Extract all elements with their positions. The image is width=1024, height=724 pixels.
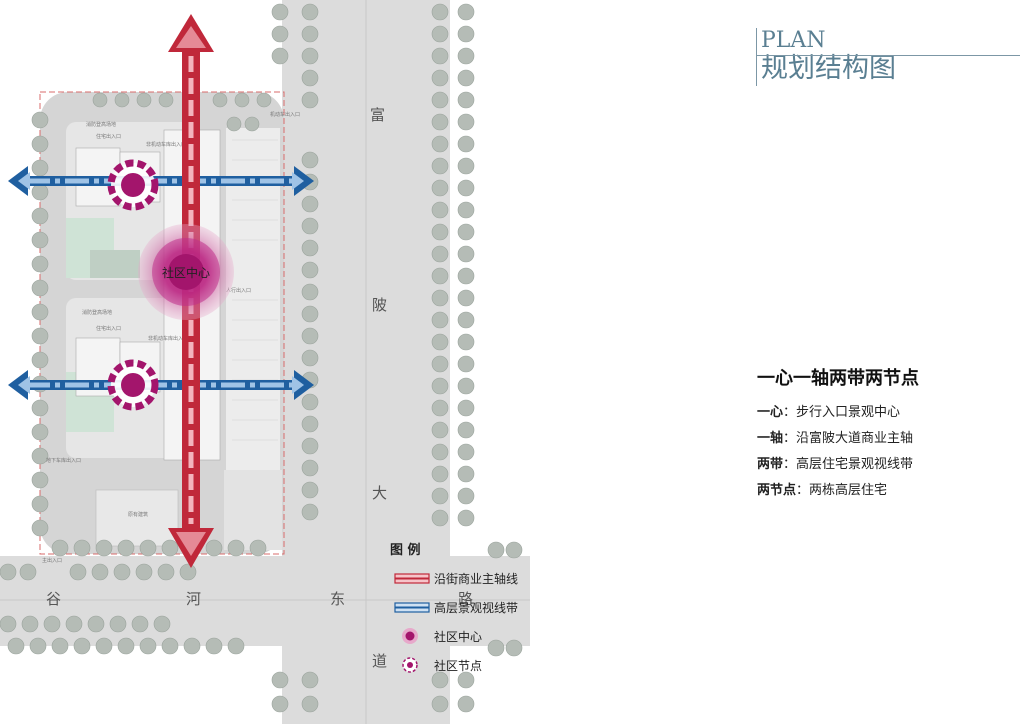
summary-item-bands: 两带：高层住宅景观视线带 — [757, 452, 1017, 478]
summary-item-axis: 一轴：沿富陂大道商业主轴 — [757, 426, 1017, 452]
structure-summary: 一心一轴两带两节点 一心：步行入口景观中心 一轴：沿富陂大道商业主轴 两带：高层… — [757, 364, 1017, 504]
community-center-icon — [402, 628, 418, 644]
legend-label-landscape-band: 高层景观视线带 — [434, 600, 518, 615]
map-legend: 图 例 沿街商业主轴线 高层景观视线带 社区中心 社区节点 — [390, 542, 518, 673]
summary-title: 一心一轴两带两节点 — [757, 368, 919, 389]
legend-label-community-node: 社区节点 — [434, 658, 482, 673]
legend-label-commercial-axis: 沿街商业主轴线 — [434, 571, 518, 586]
road-char-lu: 路 — [458, 590, 473, 608]
header-divider — [756, 55, 1020, 56]
road-names: 富 陂 大 道 谷 河 东 路 — [46, 106, 473, 670]
landscape-band-upper — [8, 166, 314, 196]
community-node-upper — [107, 159, 159, 211]
bike-garage-label-1: 非机动车库出入口 — [146, 141, 186, 148]
site-annotations: 机动车出入口 消防登高场地 住宅出入口 非机动车库出入口 人行出入口 消防登高场… — [42, 111, 300, 564]
main-entrance-label: 主出入口 — [42, 557, 62, 564]
summary-item-center: 一心：步行入口景观中心 — [757, 400, 1017, 426]
page-header: PLAN 规划结构图 — [756, 28, 1020, 86]
road-char-dong: 东 — [330, 590, 345, 608]
community-center-label: 社区中心 — [162, 265, 210, 280]
legend-title: 图 例 — [390, 542, 421, 558]
blue-band-line-icon — [394, 602, 430, 613]
site-boundary — [39, 91, 285, 555]
landscape-band-lower — [8, 370, 314, 400]
community-node-icon — [402, 657, 418, 673]
road-char-fu: 富 — [370, 106, 385, 124]
vehicle-entrance-label: 机动车出入口 — [270, 111, 300, 118]
road-char-dao: 道 — [372, 652, 387, 670]
street-trees — [0, 3, 523, 713]
bike-garage-label-2: 非机动车库出入口 — [148, 335, 188, 342]
red-axis-line-icon — [394, 573, 430, 584]
underground-garage-label: 地下车库出入口 — [46, 457, 81, 464]
fire-platform-label-2: 消防登高场地 — [82, 309, 112, 316]
page-title-cn: 规划结构图 — [756, 52, 1020, 86]
summary-desc: ：沿富陂大道商业主轴 — [783, 431, 914, 446]
summary-term: 一心 — [757, 405, 784, 420]
summary-item-nodes: 两节点：两栋高层住宅 — [757, 478, 1017, 504]
community-center: 社区中心 — [138, 224, 234, 320]
summary-desc: ：高层住宅景观视线带 — [783, 457, 914, 472]
pedestrian-entrance-label: 人行出入口 — [226, 287, 251, 294]
existing-building-label: 原有建筑 — [128, 511, 148, 518]
road-char-da: 大 — [372, 484, 387, 502]
legend-label-community-center: 社区中心 — [434, 629, 482, 644]
site-plan-map: 机动车出入口 消防登高场地 住宅出入口 非机动车库出入口 人行出入口 消防登高场… — [0, 0, 530, 724]
summary-desc: ：步行入口景观中心 — [783, 405, 901, 420]
road-char-bei: 陂 — [372, 296, 387, 314]
summary-desc: ：两栋高层住宅 — [796, 483, 888, 498]
page-title-en: PLAN — [756, 28, 1020, 54]
summary-term: 两节点 — [757, 483, 797, 498]
residence-entrance-label-2: 住宅出入口 — [96, 325, 121, 332]
summary-term: 一轴 — [757, 431, 784, 446]
summary-term: 两带 — [757, 457, 784, 472]
residence-entrance-label-1: 住宅出入口 — [96, 133, 121, 140]
fire-platform-label-1: 消防登高场地 — [86, 121, 116, 128]
horizontal-road — [0, 556, 530, 646]
road-char-he: 河 — [186, 590, 201, 608]
road-char-gu: 谷 — [46, 590, 61, 608]
community-node-lower — [107, 359, 159, 411]
